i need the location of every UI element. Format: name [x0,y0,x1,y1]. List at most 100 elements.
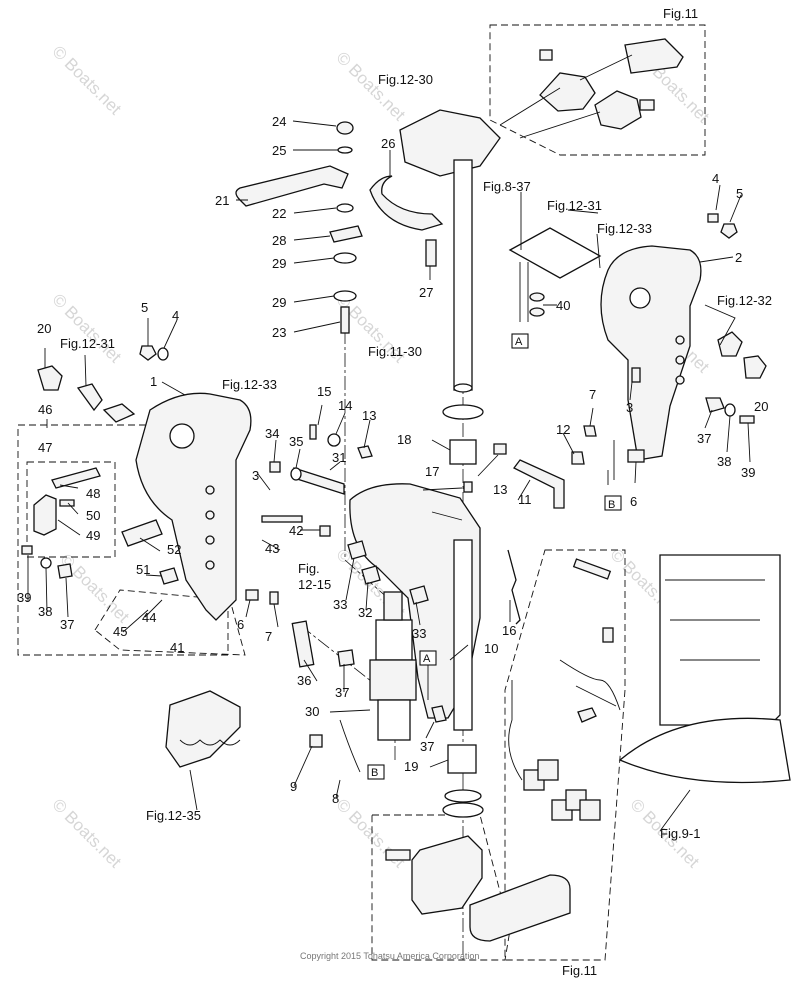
callout-22: 22 [272,206,286,221]
callout-51: 51 [136,562,150,577]
bushing-32 [361,565,381,585]
callout-38: 38 [717,454,731,469]
leader-lines [27,120,751,832]
plate-17 [463,481,473,493]
fig-ref: 12-15 [298,577,331,592]
connector-a-marker [511,333,529,349]
callout-29: 29 [272,256,286,271]
tilt-cylinder [291,591,477,780]
bracket-fig-12-35 [165,690,241,768]
cylinder-base [377,699,411,741]
callout-20: 20 [37,321,51,336]
figure-references: Fig.11 Fig.12-30 Fig.8-37 Fig.12-31 Fig.… [60,6,772,978]
ball-joint-lower [594,90,642,130]
tilt-lever-11 [513,459,565,509]
callout-37: 37 [697,431,711,446]
callout-8: 8 [332,791,339,806]
lower-unit-outline [618,554,791,784]
fig-ref: Fig.11-30 [368,344,422,359]
bolt-head [639,99,655,111]
washer-4 [707,213,719,223]
anode-blocks [523,759,601,821]
pin-36 [291,620,315,668]
steering-arm [399,109,501,177]
bolt-42 [261,515,303,523]
callout-17: 17 [425,464,439,479]
bolt-27 [425,239,437,267]
spacer-52 [121,519,163,547]
handle-20 [743,355,767,379]
wiring-box-right [504,549,626,961]
callout-35: 35 [289,434,303,449]
callout-30: 30 [305,704,319,719]
callout-14: 14 [338,398,352,413]
callout-13: 13 [362,408,376,423]
callout-1: 1 [150,374,157,389]
bushing-37 [337,649,355,667]
callout-37: 37 [420,739,434,754]
callout-31: 31 [332,450,346,465]
callout-20: 20 [754,399,768,414]
bottom-clamp [385,789,571,942]
bushing-33 [409,585,429,605]
fig-ref: Fig.8-37 [483,179,531,194]
callout-13: 13 [493,482,507,497]
nut-5 [139,345,157,361]
nut-24 [336,121,354,135]
callout-36: 36 [297,673,311,688]
nut-42 [319,525,331,537]
assembly-box-41 [94,589,246,656]
callout-49: 49 [86,528,100,543]
lever-21 [235,165,349,207]
plate-28 [329,225,363,243]
clamp-pad [102,403,136,423]
bushing-37 [705,397,725,413]
swivel-shaft [453,539,473,731]
callout-25: 25 [272,143,286,158]
connector-b-label: B [371,767,378,779]
bushing-19 [447,744,477,774]
fig11-top-box [489,24,706,156]
fig-ref: Fig.12-30 [378,72,433,87]
fig-ref: Fig.11 [562,963,597,978]
fig-ref: Fig.12-33 [597,221,652,236]
callout-40: 40 [556,298,570,313]
callout-28: 28 [272,233,286,248]
callout-18: 18 [397,432,411,447]
callout-42: 42 [289,523,303,538]
top-clamp-plate [624,38,684,74]
clamp-bracket-1 [135,392,252,621]
callout-4: 4 [712,171,719,186]
callout-23: 23 [272,325,286,340]
connector-a-label: A [423,653,431,665]
callout-33: 33 [412,626,426,641]
callout-24: 24 [272,114,286,129]
callout-26: 26 [381,136,395,151]
callout-37: 37 [60,617,74,632]
bushing-37 [57,563,73,579]
bushing-51 [159,567,179,585]
bolt-39 [21,545,33,555]
bolt-9 [309,734,323,748]
cylinder-head [369,659,417,701]
callout-33: 33 [333,597,347,612]
callout-5: 5 [736,186,743,201]
bushing-33 [347,540,367,560]
spring-48 [51,467,101,489]
callout-15: 15 [317,384,331,399]
connector-b-marker [367,764,385,780]
clamp-bracket-2 [600,245,702,461]
swivel-bracket [261,404,645,731]
screw-knob [717,331,743,357]
cap-12 [571,451,585,465]
fig-ref: Fig.11 [663,6,698,21]
callout-6: 6 [630,494,637,509]
bushing-37 [431,705,447,723]
callout-11: 11 [518,492,532,507]
callout-41: 41 [170,640,184,655]
bushing-18 [449,439,477,465]
callout-3: 3 [252,468,259,483]
connector-labels: A B A B [371,336,615,779]
lower-unit-housing [659,554,781,726]
